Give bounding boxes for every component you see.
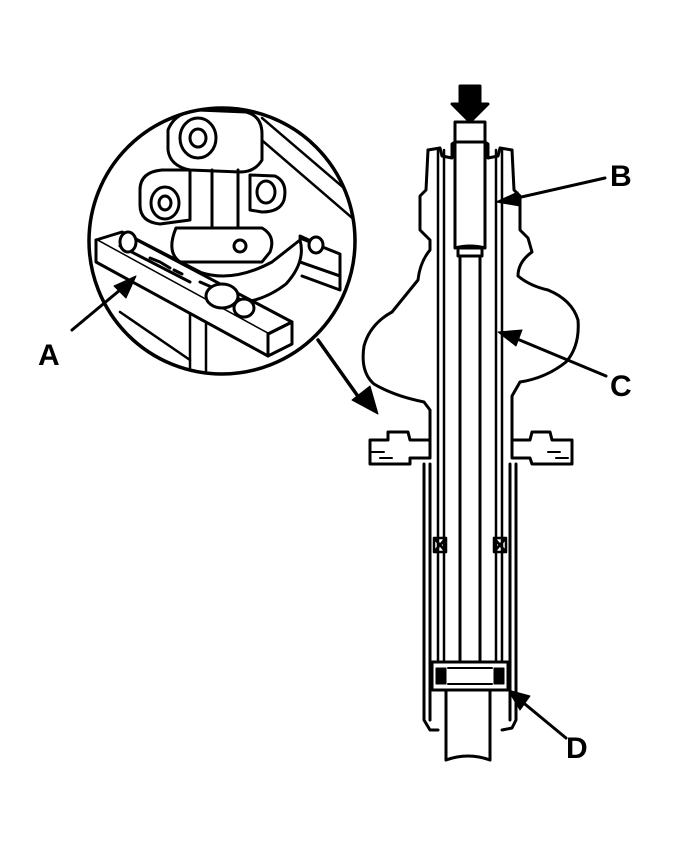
shaft — [430, 140, 510, 762]
label-c: C — [610, 370, 632, 403]
leader-d — [507, 689, 568, 740]
detail-to-assembly-arrow — [316, 338, 379, 415]
leader-b — [495, 176, 607, 207]
leader-a — [70, 275, 137, 332]
label-a: A — [38, 339, 60, 372]
label-b: B — [610, 160, 632, 193]
housing — [361, 84, 580, 732]
label-d: D — [566, 732, 588, 765]
inner-sleeve — [432, 148, 508, 662]
leader-c — [497, 329, 608, 378]
detail-view — [87, 106, 357, 376]
